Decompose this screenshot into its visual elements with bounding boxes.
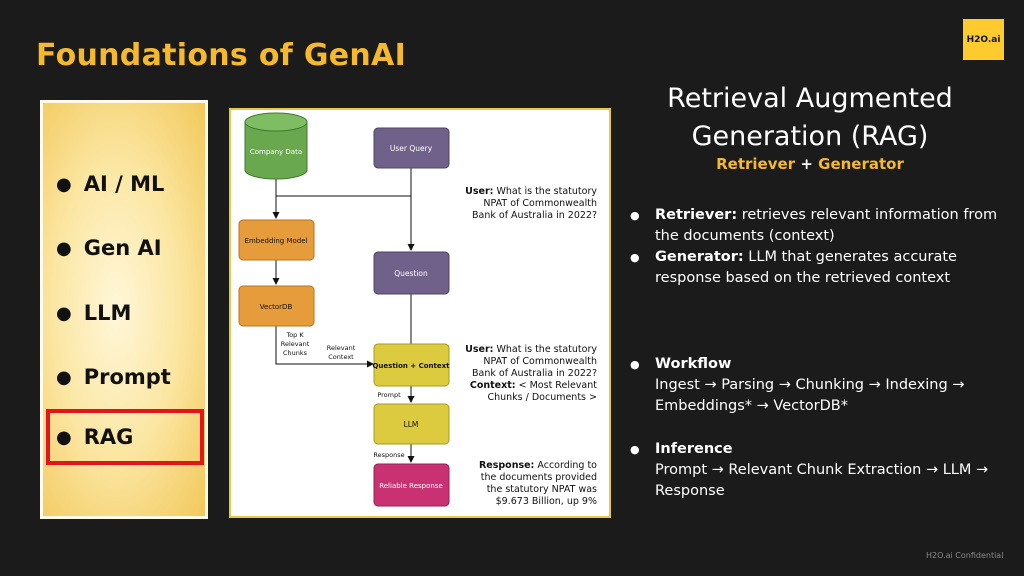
note-text: According to xyxy=(537,460,597,471)
node-label-user-query: User Query xyxy=(390,144,433,153)
node-label-reliable-response: Reliable Response xyxy=(379,482,443,490)
node-vectordb xyxy=(238,285,315,327)
sidebar-item-label: AI / ML xyxy=(83,172,165,196)
note-text: What is the statutory xyxy=(496,344,597,355)
rag-flow-svg: Company Data User Query Embedding Model … xyxy=(238,112,450,507)
note-bold: Response: xyxy=(478,460,535,471)
node-label-company-data-1: Company Data xyxy=(250,148,302,156)
rag-flow-diagram: Company Data User Query Embedding Model … xyxy=(229,108,611,518)
note-text: Chunks / Documents > xyxy=(487,392,597,403)
node-company-data xyxy=(244,112,308,180)
inference-list: Inference Prompt → Relevant Chunk Extrac… xyxy=(630,439,1000,502)
node-question xyxy=(373,251,450,295)
bullet-icon: ● xyxy=(56,366,72,388)
footer-confidential: H2O.ai Confidential xyxy=(926,551,1004,560)
bullet-bold: Inference xyxy=(655,441,733,457)
h2o-logo: H2O.ai xyxy=(963,19,1004,60)
node-reliable-response xyxy=(373,463,450,507)
bullet-text: LLM that generates accurate response bas… xyxy=(655,249,957,286)
sidebar-item-label: Gen AI xyxy=(83,236,162,260)
edge-label-relevant-1: Relevant xyxy=(327,344,356,352)
bullet-text: Ingest → Parsing → Chunking → Indexing →… xyxy=(655,377,965,414)
note-response: Response: According to the documents pro… xyxy=(457,460,597,508)
edge-label-response: Response xyxy=(373,451,404,459)
edge-label-top-k-3: Chunks xyxy=(283,349,308,357)
note-text: Bank of Australia in 2022? xyxy=(472,368,597,379)
node-llm xyxy=(373,403,450,445)
sidebar-item-ai-ml[interactable]: ● AI / ML xyxy=(46,160,204,208)
node-label-vectordb: VectorDB xyxy=(260,303,293,311)
edge-label-top-k-2: Relevant xyxy=(281,340,310,348)
bullet-icon: ● xyxy=(56,426,72,448)
node-embedding-model xyxy=(238,219,315,261)
edge-label-prompt: Prompt xyxy=(377,391,401,399)
note-text: the statutory NPAT was xyxy=(486,484,597,495)
bullet-icon: ● xyxy=(56,237,72,259)
note-text: What is the statutory xyxy=(496,186,597,197)
node-question-context xyxy=(373,343,450,387)
sidebar-item-label: RAG xyxy=(83,425,134,449)
rag-components-list: Retriever: retrieves relevant informatio… xyxy=(630,205,1000,289)
node-label-embedding-model: Embedding Model xyxy=(245,237,308,245)
note-text: NPAT of Commonwealth xyxy=(483,198,597,209)
edge-vectordb-to-qc xyxy=(275,326,374,368)
bullet-retriever: Retriever: retrieves relevant informatio… xyxy=(630,205,1000,247)
bullet-text: retrieves relevant information from the … xyxy=(655,207,998,244)
note-bold: Context: xyxy=(469,380,516,391)
note-bold: User: xyxy=(465,344,494,355)
note-text: < Most Relevant xyxy=(518,380,597,391)
rag-subtitle: Retriever + Generator xyxy=(640,155,980,173)
note-text: NPAT of Commonwealth xyxy=(483,356,597,367)
page-title: Foundations of GenAI xyxy=(36,38,407,73)
rag-title: Retrieval Augmented Generation (RAG) xyxy=(640,80,980,156)
node-user-query xyxy=(373,127,450,169)
bullet-inference: Inference Prompt → Relevant Chunk Extrac… xyxy=(630,439,1000,502)
note-text: $9.673 Billion, up 9% xyxy=(495,496,597,507)
rag-title-line1: Retrieval Augmented xyxy=(667,83,953,114)
bullet-text: Prompt → Relevant Chunk Extraction → LLM… xyxy=(655,462,989,499)
bullet-workflow: Workflow Ingest → Parsing → Chunking → I… xyxy=(630,354,1000,417)
node-label-question-context: Question + Context xyxy=(372,362,450,370)
bullet-bold: Retriever: xyxy=(655,207,738,223)
sidebar-item-label: LLM xyxy=(83,301,132,325)
subtitle-generator: Generator xyxy=(818,155,904,173)
subtitle-retriever: Retriever xyxy=(716,155,796,173)
bullet-bold: Workflow xyxy=(655,356,732,372)
bullet-generator: Generator: LLM that generates accurate r… xyxy=(630,247,1000,289)
node-label-question: Question xyxy=(394,269,428,278)
note-bold: User: xyxy=(465,186,494,197)
note-user-question-1: User: What is the statutory NPAT of Comm… xyxy=(457,186,597,222)
sidebar-item-prompt[interactable]: ● Prompt xyxy=(46,353,204,401)
sidebar-item-llm[interactable]: ● LLM xyxy=(46,289,204,337)
note-text: the documents provided xyxy=(480,472,597,483)
bullet-icon: ● xyxy=(56,302,72,324)
edge-label-top-k-1: Top K xyxy=(285,331,304,339)
rag-title-line2: Generation (RAG) xyxy=(691,121,929,152)
sidebar-item-gen-ai[interactable]: ● Gen AI xyxy=(46,224,204,272)
bullet-bold: Generator: xyxy=(655,249,744,265)
node-label-llm: LLM xyxy=(404,420,419,429)
topic-sidebar: ● AI / ML ● Gen AI ● LLM ● Prompt ● RAG xyxy=(40,100,208,519)
subtitle-plus: + xyxy=(800,155,813,173)
edge-label-relevant-2: Context xyxy=(328,353,354,361)
note-user-question-2: User: What is the statutory NPAT of Comm… xyxy=(457,344,597,404)
sidebar-item-rag[interactable]: ● RAG xyxy=(46,409,204,465)
bullet-icon: ● xyxy=(56,173,72,195)
note-text: Bank of Australia in 2022? xyxy=(472,210,597,221)
workflow-list: Workflow Ingest → Parsing → Chunking → I… xyxy=(630,354,1000,417)
sidebar-item-label: Prompt xyxy=(83,365,171,389)
